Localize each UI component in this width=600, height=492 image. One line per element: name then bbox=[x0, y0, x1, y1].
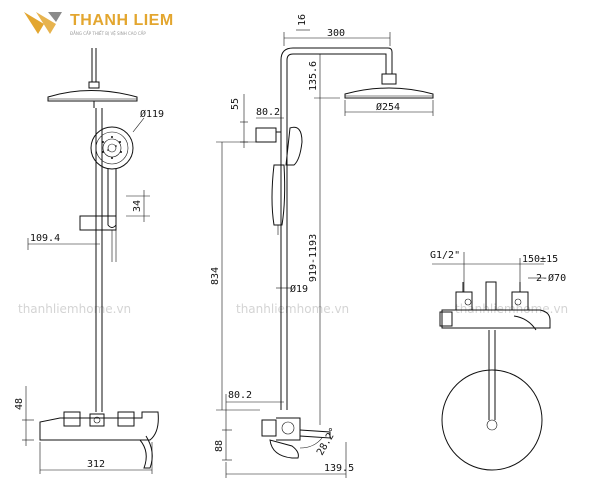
watermark-left: thanhliemhome.vn bbox=[18, 302, 132, 316]
logo-tagline: ĐẲNG CẤP THIẾT BỊ VỆ SINH CAO CẤP bbox=[70, 31, 146, 36]
side-column-dim: 919-1193 bbox=[308, 234, 319, 282]
front-view: Ø119 34 109.4 48 312 bbox=[14, 48, 164, 474]
side-head-dim: Ø254 bbox=[376, 101, 400, 113]
front-hand-shower-dim: Ø119 bbox=[140, 108, 164, 120]
side-top-offset-dim: 16 bbox=[297, 14, 308, 26]
top-centres-dim: 150±15 bbox=[522, 254, 558, 265]
side-tube-dim: Ø19 bbox=[290, 283, 308, 295]
top-thread-dim: G1/2" bbox=[430, 250, 460, 261]
side-spout-depth-dim: 139.5 bbox=[324, 463, 354, 474]
watermark-center: thanhliemhome.vn bbox=[236, 302, 350, 316]
front-grip-dim: 34 bbox=[132, 200, 143, 212]
side-spout-height-dim: 88 bbox=[214, 440, 225, 452]
side-arm-dim: 300 bbox=[327, 28, 345, 39]
logo-mark-icon bbox=[24, 12, 62, 34]
side-valve-dim: 80.2 bbox=[228, 390, 252, 401]
front-body-width-dim: 312 bbox=[87, 459, 105, 470]
side-pipe-dim: 55 bbox=[230, 98, 241, 110]
side-holder-dim: 80.2 bbox=[256, 107, 280, 118]
top-inlets-dim: 2-Ø70 bbox=[536, 272, 566, 284]
top-view: G1/2" 150±15 2-Ø70 bbox=[430, 250, 566, 471]
side-drop-dim: 135.6 bbox=[308, 61, 319, 91]
front-base-dim: 48 bbox=[14, 398, 25, 410]
brand-logo: THANH LIEM ĐẲNG CẤP THIẾT BỊ VỆ SINH CAO… bbox=[22, 8, 182, 40]
side-rail-dim: 834 bbox=[210, 267, 221, 285]
logo-brand-text: THANH LIEM bbox=[70, 12, 174, 29]
side-view: 300 16 135.6 Ø254 55 80.2 834 919-1193 Ø… bbox=[210, 14, 434, 478]
front-arm-dim: 109.4 bbox=[30, 233, 60, 244]
